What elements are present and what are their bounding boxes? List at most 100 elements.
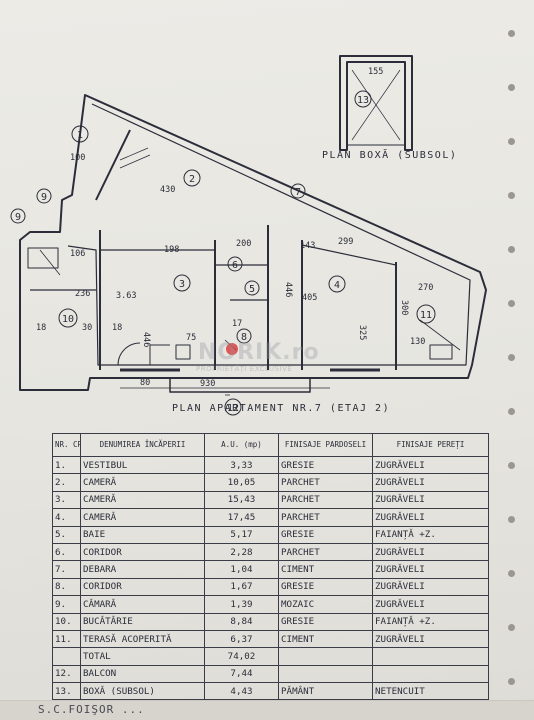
dim-325: 325 — [357, 325, 367, 340]
cell-nr — [52, 647, 81, 666]
cell-room-name: CAMERĂ — [80, 473, 205, 492]
cell-area: 10,05 — [204, 473, 279, 492]
cell-room-name: TOTAL — [80, 647, 205, 666]
floor-plan: 1 2 3 4 5 6 7 8 9 9 10 11 12 13 155 100 … — [10, 55, 487, 416]
room-label-4: 4 — [334, 280, 340, 291]
dim-155: 155 — [368, 67, 383, 77]
dim-446b: 446 — [283, 282, 293, 297]
cell-wall-finish: ZUGRĂVELI — [372, 595, 489, 614]
cell-room-name: CORIDOR — [80, 577, 205, 597]
dim-930: 930 — [200, 379, 215, 389]
room-label-9b: 9 — [15, 212, 21, 223]
cell-room-name: BOXĂ (SUBSOL) — [80, 682, 205, 701]
cell-nr: 10. — [52, 612, 81, 631]
cell-room-name: CAMERĂ — [80, 508, 205, 527]
header-floor-finish: FINISAJE PARDOSELI — [278, 433, 373, 457]
cell-area: 74,02 — [204, 647, 279, 666]
cell-area: 1,67 — [204, 577, 279, 597]
cell-room-name: CĂMARĂ — [80, 595, 205, 614]
cell-room-name: CAMERĂ — [80, 490, 205, 510]
cell-wall-finish: FAIANȚĂ +Z. — [372, 525, 489, 544]
dim-430: 430 — [160, 185, 175, 195]
dim-75: 75 — [186, 333, 196, 343]
cell-room-name: TERASĂ ACOPERITĂ — [80, 629, 205, 649]
header-wall-finish: FINISAJE PEREȚI — [372, 433, 489, 457]
header-room-name: DENUMIREA ÎNCĂPERII — [80, 433, 205, 457]
dim-106: 106 — [70, 249, 85, 259]
watermark-logo-dot — [226, 343, 238, 355]
cell-area: 2,28 — [204, 542, 279, 562]
dim-100: 100 — [70, 153, 85, 163]
room-label-5: 5 — [249, 284, 255, 295]
cell-nr: 5. — [52, 525, 81, 544]
dim-299: 299 — [338, 237, 353, 247]
room-label-6: 6 — [232, 260, 238, 271]
header-nr: NR. CRT. — [52, 433, 81, 457]
cell-nr: 6. — [52, 542, 81, 562]
cell-floor-finish: PARCHET — [278, 508, 373, 527]
room-label-9: 9 — [41, 192, 47, 203]
cell-area: 1,39 — [204, 595, 279, 614]
dim-18b: 18 — [112, 323, 122, 333]
cell-nr: 3. — [52, 490, 81, 510]
cell-room-name: CORIDOR — [80, 542, 205, 562]
cell-room-name: BUCĂTĂRIE — [80, 612, 205, 631]
cell-room-name: DEBARA — [80, 560, 205, 579]
cell-floor-finish — [278, 664, 373, 684]
cell-floor-finish: GRESIE — [278, 455, 373, 475]
cell-area: 6,37 — [204, 629, 279, 649]
dim-300: 300 — [399, 300, 409, 315]
room-label-11: 11 — [420, 310, 432, 321]
signature-text: S.C.FOIŞOR ... — [38, 703, 145, 716]
watermark-brand: NORIK.ro — [198, 340, 320, 365]
cell-nr: 4. — [52, 508, 81, 527]
dim-200: 200 — [236, 239, 251, 249]
room-label-1: 1 — [77, 130, 83, 141]
cell-wall-finish: NETENCUIT — [372, 682, 489, 701]
room-label-13: 13 — [357, 95, 369, 106]
rooms-table: NR. CRT. DENUMIREA ÎNCĂPERII A.U. (mp) F… — [52, 433, 489, 701]
dim-30: 30 — [82, 323, 92, 333]
cell-floor-finish: PĂMÂNT — [278, 682, 373, 701]
box-plan-title: PLAN BOXĂ (SUBSOL) — [322, 150, 458, 161]
cell-wall-finish: ZUGRĂVELI — [372, 490, 489, 510]
bottom-strip — [0, 700, 534, 720]
cell-nr: 12. — [52, 664, 81, 684]
cell-area: 1,04 — [204, 560, 279, 579]
punch-holes — [508, 0, 516, 720]
dim-130: 130 — [410, 337, 425, 347]
cell-nr: 8. — [52, 577, 81, 597]
cell-wall-finish: ZUGRĂVELI — [372, 508, 489, 527]
cell-area: 15,43 — [204, 490, 279, 510]
cell-wall-finish: FAIANȚĂ +Z. — [372, 612, 489, 631]
cell-floor-finish: CIMENT — [278, 629, 373, 649]
header-area: A.U. (mp) — [204, 433, 279, 457]
cell-nr: 7. — [52, 560, 81, 579]
room-label-2: 2 — [189, 174, 195, 185]
cell-wall-finish: ZUGRĂVELI — [372, 629, 489, 649]
cell-area: 5,17 — [204, 525, 279, 544]
room-label-10: 10 — [62, 314, 74, 325]
room-label-12: 12 — [227, 403, 239, 414]
cell-nr: 1. — [52, 455, 81, 475]
cell-wall-finish: ZUGRĂVELI — [372, 577, 489, 597]
dim-446a: 446 — [141, 332, 151, 347]
apartment-plan-title: PLAN APARTAMENT NR.7 (ETAJ 2) — [172, 403, 391, 414]
room-label-8: 8 — [241, 332, 247, 343]
cell-room-name: BAIE — [80, 525, 205, 544]
cell-floor-finish: CIMENT — [278, 560, 373, 579]
cell-floor-finish: PARCHET — [278, 473, 373, 492]
cell-wall-finish: ZUGRĂVELI — [372, 455, 489, 475]
cell-area: 4,43 — [204, 682, 279, 701]
cell-floor-finish: MOZAIC — [278, 595, 373, 614]
